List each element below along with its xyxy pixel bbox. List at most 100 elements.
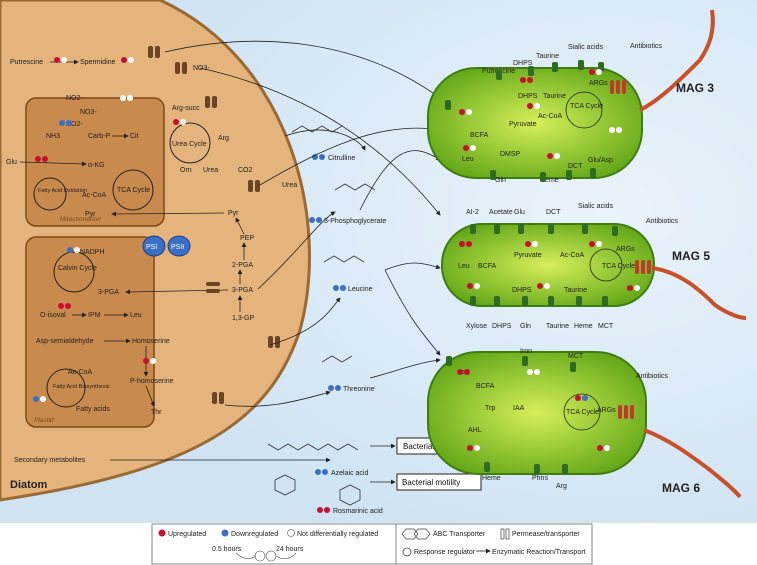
mag3-label: DMSP [500, 151, 521, 158]
tca-cycle-mito: TCA Cycle [117, 187, 150, 194]
o-isoval: O-isoval [40, 312, 66, 319]
mag6-tca-circle [563, 393, 601, 431]
mag6-label: TCA Cycle [566, 409, 599, 416]
psi-label: PSI [146, 244, 157, 251]
mag6-label: Iron [520, 348, 532, 355]
abc-transporter-icon [401, 528, 431, 540]
glu: Glu [6, 159, 17, 166]
arrow [257, 211, 336, 290]
mag5-label: Taurine [546, 323, 569, 330]
3-phosphoglycerate-label: 3-Phosphoglycerate [324, 218, 386, 225]
legend-abc: ABC Transporter [433, 531, 486, 538]
mag3-cell [427, 67, 643, 179]
mag5-flagellum [651, 266, 747, 320]
mag3-args-pump [610, 80, 626, 94]
citrulline-structure [291, 125, 343, 133]
mag5-label: Gln [520, 323, 531, 330]
mag3-label: Gln [495, 177, 506, 184]
rosmarinic-ring-2 [339, 484, 361, 506]
legend-pointer [235, 552, 257, 559]
arrow [269, 297, 341, 346]
dot [316, 217, 322, 223]
3pg-structure [334, 183, 376, 191]
fatty-acids: Fatty acids [76, 406, 110, 413]
dot [319, 154, 325, 160]
mag6-labels: Iron MCT Leu BCFA Trp IAA TCA Cycle AHL … [458, 348, 668, 490]
mag3-label: Taurine [543, 93, 566, 100]
mag6-label: Arg [556, 483, 567, 490]
ac-coa-mito: Ac-CoA [82, 192, 106, 199]
urea-mito: Urea [203, 167, 218, 174]
arrow [145, 385, 155, 407]
leu-diatom: Leu [130, 312, 142, 319]
dot [322, 469, 328, 475]
mag3-label: DCT [568, 163, 583, 170]
citrulline-label: Citrulline [328, 155, 355, 162]
mag3-label: Taurine [536, 53, 559, 60]
response-regulator-icon [402, 547, 412, 557]
mag6-args-pump [618, 405, 634, 419]
carb-p: Carb-P [88, 133, 111, 140]
leucine-structure [323, 255, 365, 263]
mag3-label: ARGs [589, 80, 608, 87]
mag3-label: Leu [462, 156, 474, 163]
legend-permease: Permease/transporter [512, 531, 580, 538]
mag3-tca-circle [565, 91, 603, 129]
dot [324, 507, 330, 513]
azelaic-acid-label: Azelaic acid [331, 470, 368, 477]
mag3-label: BCFA [470, 132, 489, 139]
mag5-label: Taurine [564, 287, 587, 294]
rosmarinic-ring-1 [274, 474, 296, 496]
legend-up-dot [158, 529, 166, 537]
permease-icon [500, 528, 510, 540]
mag5-labels: AI-2 Acetate Glu DCT Sialic acids Pyruva… [458, 203, 678, 330]
mag5-label: Xylose [466, 323, 487, 330]
arrow [111, 211, 225, 217]
legend-down-dot [221, 529, 229, 537]
legend-time-dot-2 [265, 550, 277, 562]
alpha-kg: α-KG [88, 162, 105, 169]
nh3-label: NH3 [46, 133, 60, 140]
regulation-dots [457, 69, 640, 451]
ipm: IPM [88, 312, 101, 319]
fatty-acid-biosynthesis: Fatty Acid Biosynthesis [53, 384, 110, 390]
mag6-label: BCFA [476, 383, 495, 390]
pyr-mito: Pyr [85, 211, 96, 218]
pep: PEP [240, 235, 254, 242]
mag3-flagellum [639, 9, 715, 112]
mag5-label: Acetate [489, 209, 513, 216]
3-pga-inner: 3-PGA [98, 289, 119, 296]
legend-downregulated: Downregulated [231, 531, 278, 538]
mag3-label: Pyruvate [509, 121, 537, 128]
diatom-regulation-dots [33, 57, 186, 402]
arg-succ: Arg-succ [172, 105, 200, 112]
legend-pointer [275, 552, 297, 559]
mag3-label: Antibiotics [630, 43, 662, 50]
arrow [359, 150, 441, 211]
nadph: NADPH [80, 249, 105, 256]
mag6-label: Leu [458, 369, 470, 376]
mag3-label: Heme [540, 177, 559, 184]
bacterial-transporters [445, 60, 618, 474]
mag6-label: ARGs [597, 407, 616, 414]
rosmarinic-acid-label: Rosmarinic acid [333, 508, 383, 515]
mag5-label: DHPS [512, 287, 532, 294]
legend-enzymatic: Enzymatic Reaction/Transport [492, 549, 586, 556]
dot [335, 385, 341, 391]
mag3-label: Sialic acids [568, 44, 604, 51]
fatty-acid-oxidation: Fatty Acid Oxidation [38, 188, 87, 194]
arrow [369, 358, 441, 379]
azelaic-structure [267, 443, 359, 451]
asp-semialdehyde: Asp-semialdehyde [36, 338, 94, 345]
mag5-label: Pyruvate [514, 252, 542, 259]
arrow [19, 161, 87, 167]
bacterial-growth: Bacterial growth [403, 442, 460, 451]
1-3-gp: 1,3-GP [232, 315, 255, 322]
dot [315, 469, 321, 475]
mag6-title: MAG 6 [662, 481, 700, 495]
arrow [224, 390, 331, 407]
mag6-label: MCT [568, 353, 584, 360]
mag6-label: IAA [513, 405, 525, 412]
legend-time-dot-1 [254, 550, 266, 562]
